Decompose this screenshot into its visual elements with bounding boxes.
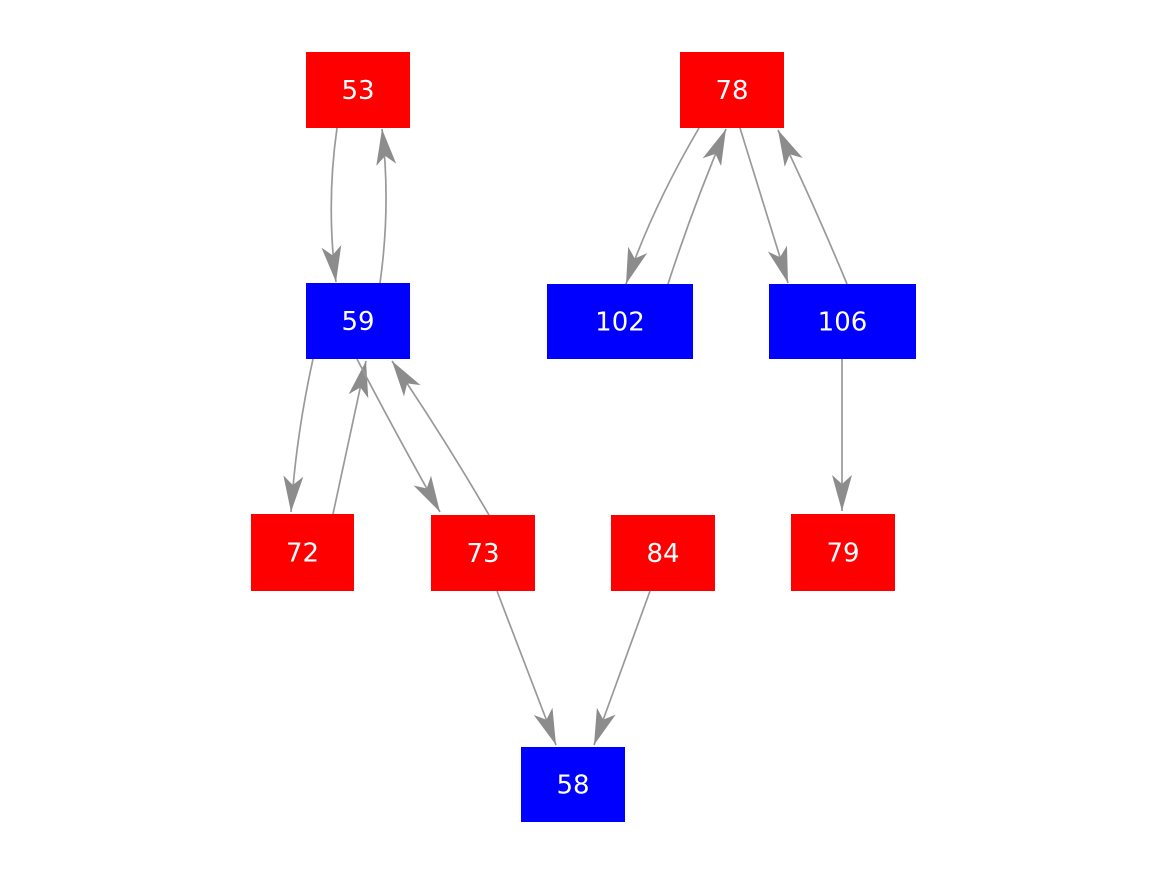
node-rect-73 — [431, 515, 535, 591]
arrowhead-73-59 — [392, 361, 421, 397]
node-rect-78 — [680, 52, 784, 128]
node-84: 84 — [611, 515, 715, 591]
arrowhead-84-58 — [594, 707, 616, 745]
node-rect-102 — [547, 284, 693, 359]
node-label-72: 72 — [286, 539, 319, 569]
node-label-78: 78 — [715, 76, 748, 106]
node-label-102: 102 — [595, 308, 645, 338]
arrowhead-106-79 — [832, 475, 852, 511]
arrowhead-59-73 — [413, 475, 440, 512]
node-rect-58 — [521, 747, 625, 822]
node-rect-53 — [306, 52, 410, 128]
arrowhead-106-78 — [778, 130, 803, 167]
node-53: 53 — [306, 52, 410, 128]
node-72: 72 — [251, 514, 354, 591]
edge-84-58 — [593, 590, 651, 746]
node-106: 106 — [769, 284, 916, 359]
node-label-79: 79 — [826, 539, 859, 569]
node-label-53: 53 — [341, 76, 374, 106]
node-rect-84 — [611, 515, 715, 591]
node-78: 78 — [680, 52, 784, 128]
node-label-84: 84 — [646, 539, 679, 569]
arrowhead-59-72 — [283, 475, 304, 512]
node-79: 79 — [791, 514, 895, 591]
node-rect-79 — [791, 514, 895, 591]
node-rect-72 — [251, 514, 354, 591]
node-73: 73 — [431, 515, 535, 591]
node-102: 102 — [547, 284, 693, 359]
arrowhead-78-106 — [767, 245, 788, 283]
edge-73-58 — [496, 590, 557, 746]
arrowhead-102-78 — [702, 129, 726, 167]
arrowhead-73-58 — [533, 707, 556, 745]
node-59: 59 — [306, 283, 410, 359]
arrowhead-53-59 — [321, 245, 342, 282]
arrowhead-78-102 — [626, 246, 648, 284]
node-label-106: 106 — [818, 308, 868, 338]
node-58: 58 — [521, 747, 625, 822]
node-label-58: 58 — [556, 771, 589, 801]
node-rect-59 — [306, 283, 410, 359]
node-label-73: 73 — [466, 539, 499, 569]
node-rect-106 — [769, 284, 916, 359]
arrowhead-59-53 — [376, 129, 397, 166]
node-label-59: 59 — [341, 307, 374, 337]
